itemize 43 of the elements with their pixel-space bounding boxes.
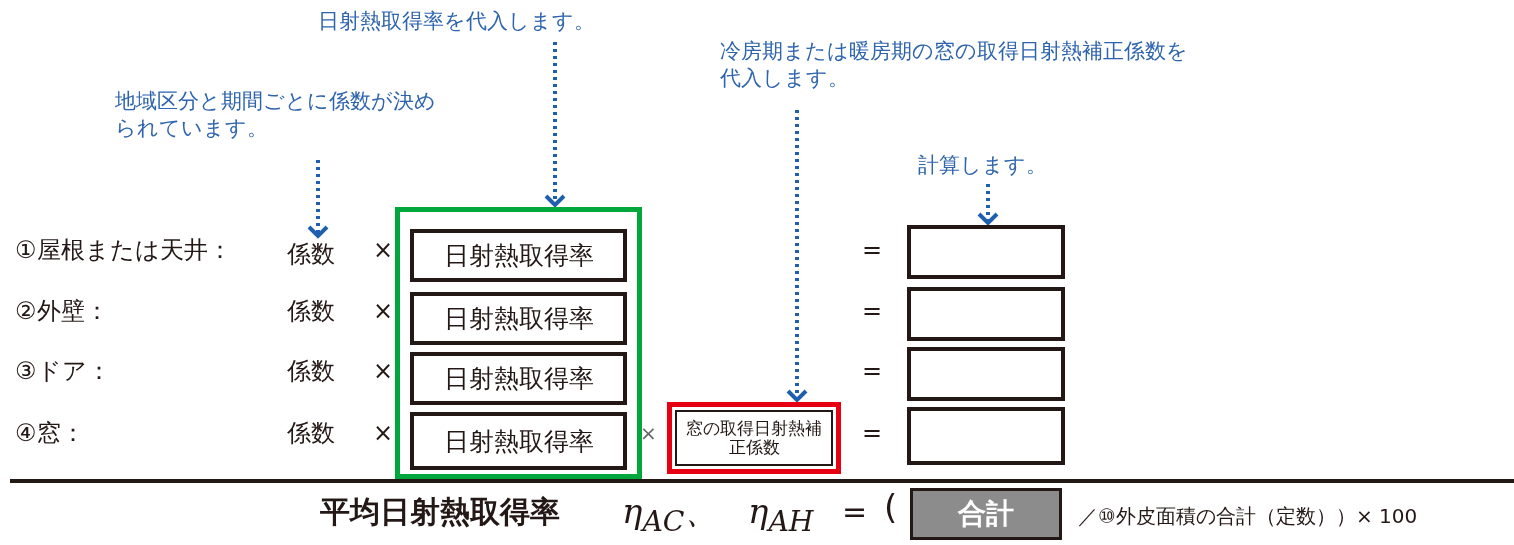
correction-factor-box <box>667 402 841 474</box>
dotted-arrow <box>307 160 329 238</box>
operator-text: × <box>373 238 394 262</box>
annotation-text: 冷房期または暖房期の窓の取得日射熱補正係数を代入します。 <box>720 38 1189 93</box>
result-box <box>907 225 1065 279</box>
annotation-text: 日射熱取得率を代入します。 <box>318 8 596 35</box>
result-box <box>907 287 1065 341</box>
formula-text: ／⑩外皮面積の合計（定数））× 100 <box>1078 506 1418 526</box>
operator-text: = <box>862 238 883 262</box>
operator-text: ( <box>884 490 898 524</box>
symbol-text: η$_{AC}$、 <box>622 494 719 537</box>
coefficient-text: 係数 <box>287 359 335 383</box>
dotted-arrow <box>786 110 808 402</box>
value-box: 日射熱取得率 <box>410 352 627 405</box>
operator-text: = <box>862 299 883 323</box>
row-label: ④窓： <box>15 421 85 445</box>
dotted-arrow <box>977 184 999 225</box>
coefficient-text: 係数 <box>287 421 335 445</box>
operator-text: × <box>373 299 394 323</box>
value-box: 日射熱取得率 <box>410 229 627 282</box>
row-label: ②外壁： <box>15 299 109 323</box>
annotation-text: 計算します。 <box>918 152 1048 179</box>
value-box: 日射熱取得率 <box>410 412 627 470</box>
operator-text: = <box>862 359 883 383</box>
total-box: 合計 <box>910 488 1062 540</box>
row-label: ③ドア： <box>15 359 111 383</box>
value-box: 日射熱取得率 <box>410 292 627 345</box>
correction-factor-label: 窓の取得日射熱補正係数 <box>675 410 833 466</box>
operator-text: = <box>842 497 868 527</box>
row-label: ①屋根または天井： <box>15 238 232 262</box>
operator-text: = <box>862 421 883 445</box>
coefficient-text: 係数 <box>287 299 335 323</box>
annotation-text: 地域区分と期間ごとに係数が決められています。 <box>115 88 437 143</box>
formula-title: 平均日射熱取得率 <box>320 497 560 527</box>
dotted-arrow <box>544 42 566 207</box>
result-box <box>907 347 1065 401</box>
operator-text: × <box>373 359 394 383</box>
group-frame <box>395 207 642 479</box>
coefficient-text: 係数 <box>287 239 336 270</box>
result-box <box>907 407 1065 465</box>
symbol-text: η$_{AH}$ <box>748 494 814 537</box>
operator-text: × <box>640 423 657 443</box>
operator-text: × <box>373 421 394 445</box>
